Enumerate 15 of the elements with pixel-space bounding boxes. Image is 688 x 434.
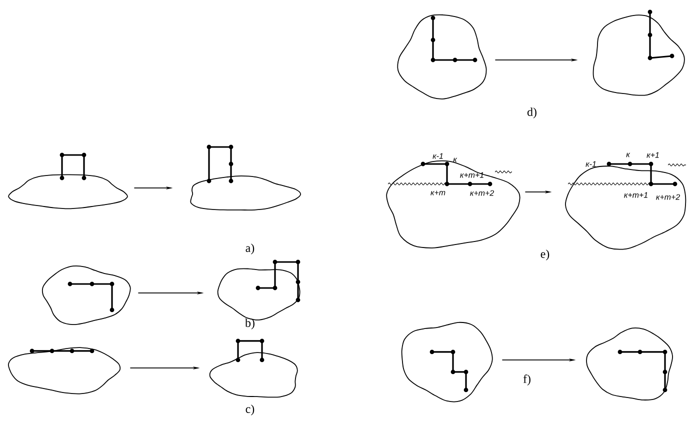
chain-loop-drawing bbox=[8, 347, 121, 394]
chain-loop-drawing bbox=[8, 152, 128, 210]
panel-label: f) bbox=[523, 374, 530, 386]
chain-loop-drawing bbox=[592, 10, 685, 96]
chain-loop-drawing bbox=[217, 260, 300, 320]
chain-loop-drawing bbox=[397, 14, 487, 100]
panel-label: d) bbox=[527, 108, 536, 118]
chain-loop-drawing bbox=[586, 328, 673, 400]
chain-loop-drawing bbox=[209, 338, 298, 398]
chain-loop-drawing bbox=[190, 144, 302, 210]
chain-loop-drawing bbox=[401, 322, 493, 402]
panel-label: a) bbox=[246, 244, 254, 254]
panel-label: e) bbox=[540, 250, 550, 260]
panel-label: b) bbox=[245, 318, 254, 330]
chain-loop-drawing bbox=[42, 265, 131, 326]
